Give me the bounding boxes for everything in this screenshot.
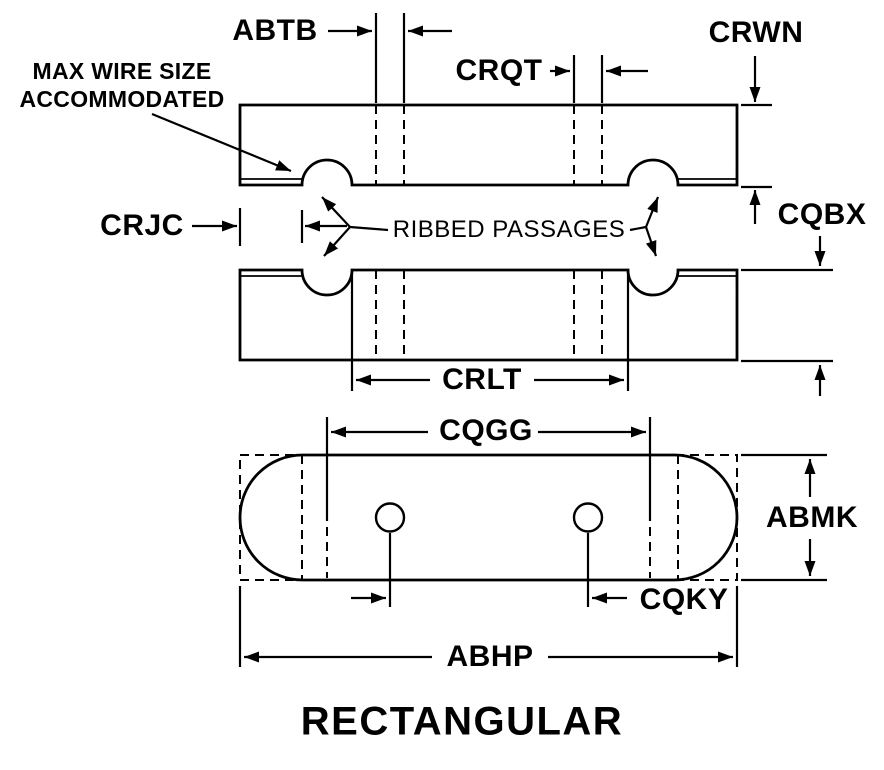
dimension-cqgg [325,417,652,521]
dimension-crqt [550,55,648,103]
label-abtb: ABTB [232,14,318,47]
callout-max-wire-size-line1: MAX WIRE SIZE [32,58,212,84]
dimension-crwn [741,56,772,224]
bottom-view [238,453,739,582]
dimension-cqbx [741,236,833,396]
lower-half-outline [238,268,739,362]
mounting-hole-left [374,502,406,533]
mounting-hole-right [572,502,604,533]
label-cqgg: CQGG [439,414,533,447]
label-abhp: ABHP [446,640,534,673]
dimension-crjc [192,208,347,246]
dimension-crlt [350,272,630,391]
callout-max-wire-size: MAX WIRE SIZE ACCOMMODATED [19,57,224,113]
label-abmk: ABMK [766,501,858,534]
stadium-outline [238,453,739,582]
dimension-abmk [741,453,827,582]
label-cqky: CQKY [639,583,729,616]
hole-hidden-lines [375,105,603,360]
label-cqbx: CQBX [777,198,867,231]
label-crqt: CRQT [455,54,543,87]
dimension-abhp [238,586,739,667]
page-title: RECTANGULAR [300,699,624,744]
leader-max-wire-size [151,112,292,173]
leader-ribbed-passages [321,196,660,257]
dimension-cqky [351,533,627,607]
upper-half-outline [238,103,739,187]
side-view-upper-half [238,103,739,187]
side-view-lower-half [238,268,739,362]
callout-ribbed-passages: RIBBED PASSAGES [392,216,626,243]
label-crwn: CRWN [708,16,804,49]
label-crjc: CRJC [100,209,184,242]
rectangular-outline-dashed [239,454,738,581]
label-crlt: CRLT [442,363,522,396]
callout-max-wire-size-line2: ACCOMMODATED [19,86,225,112]
dimension-abtb [328,13,452,103]
